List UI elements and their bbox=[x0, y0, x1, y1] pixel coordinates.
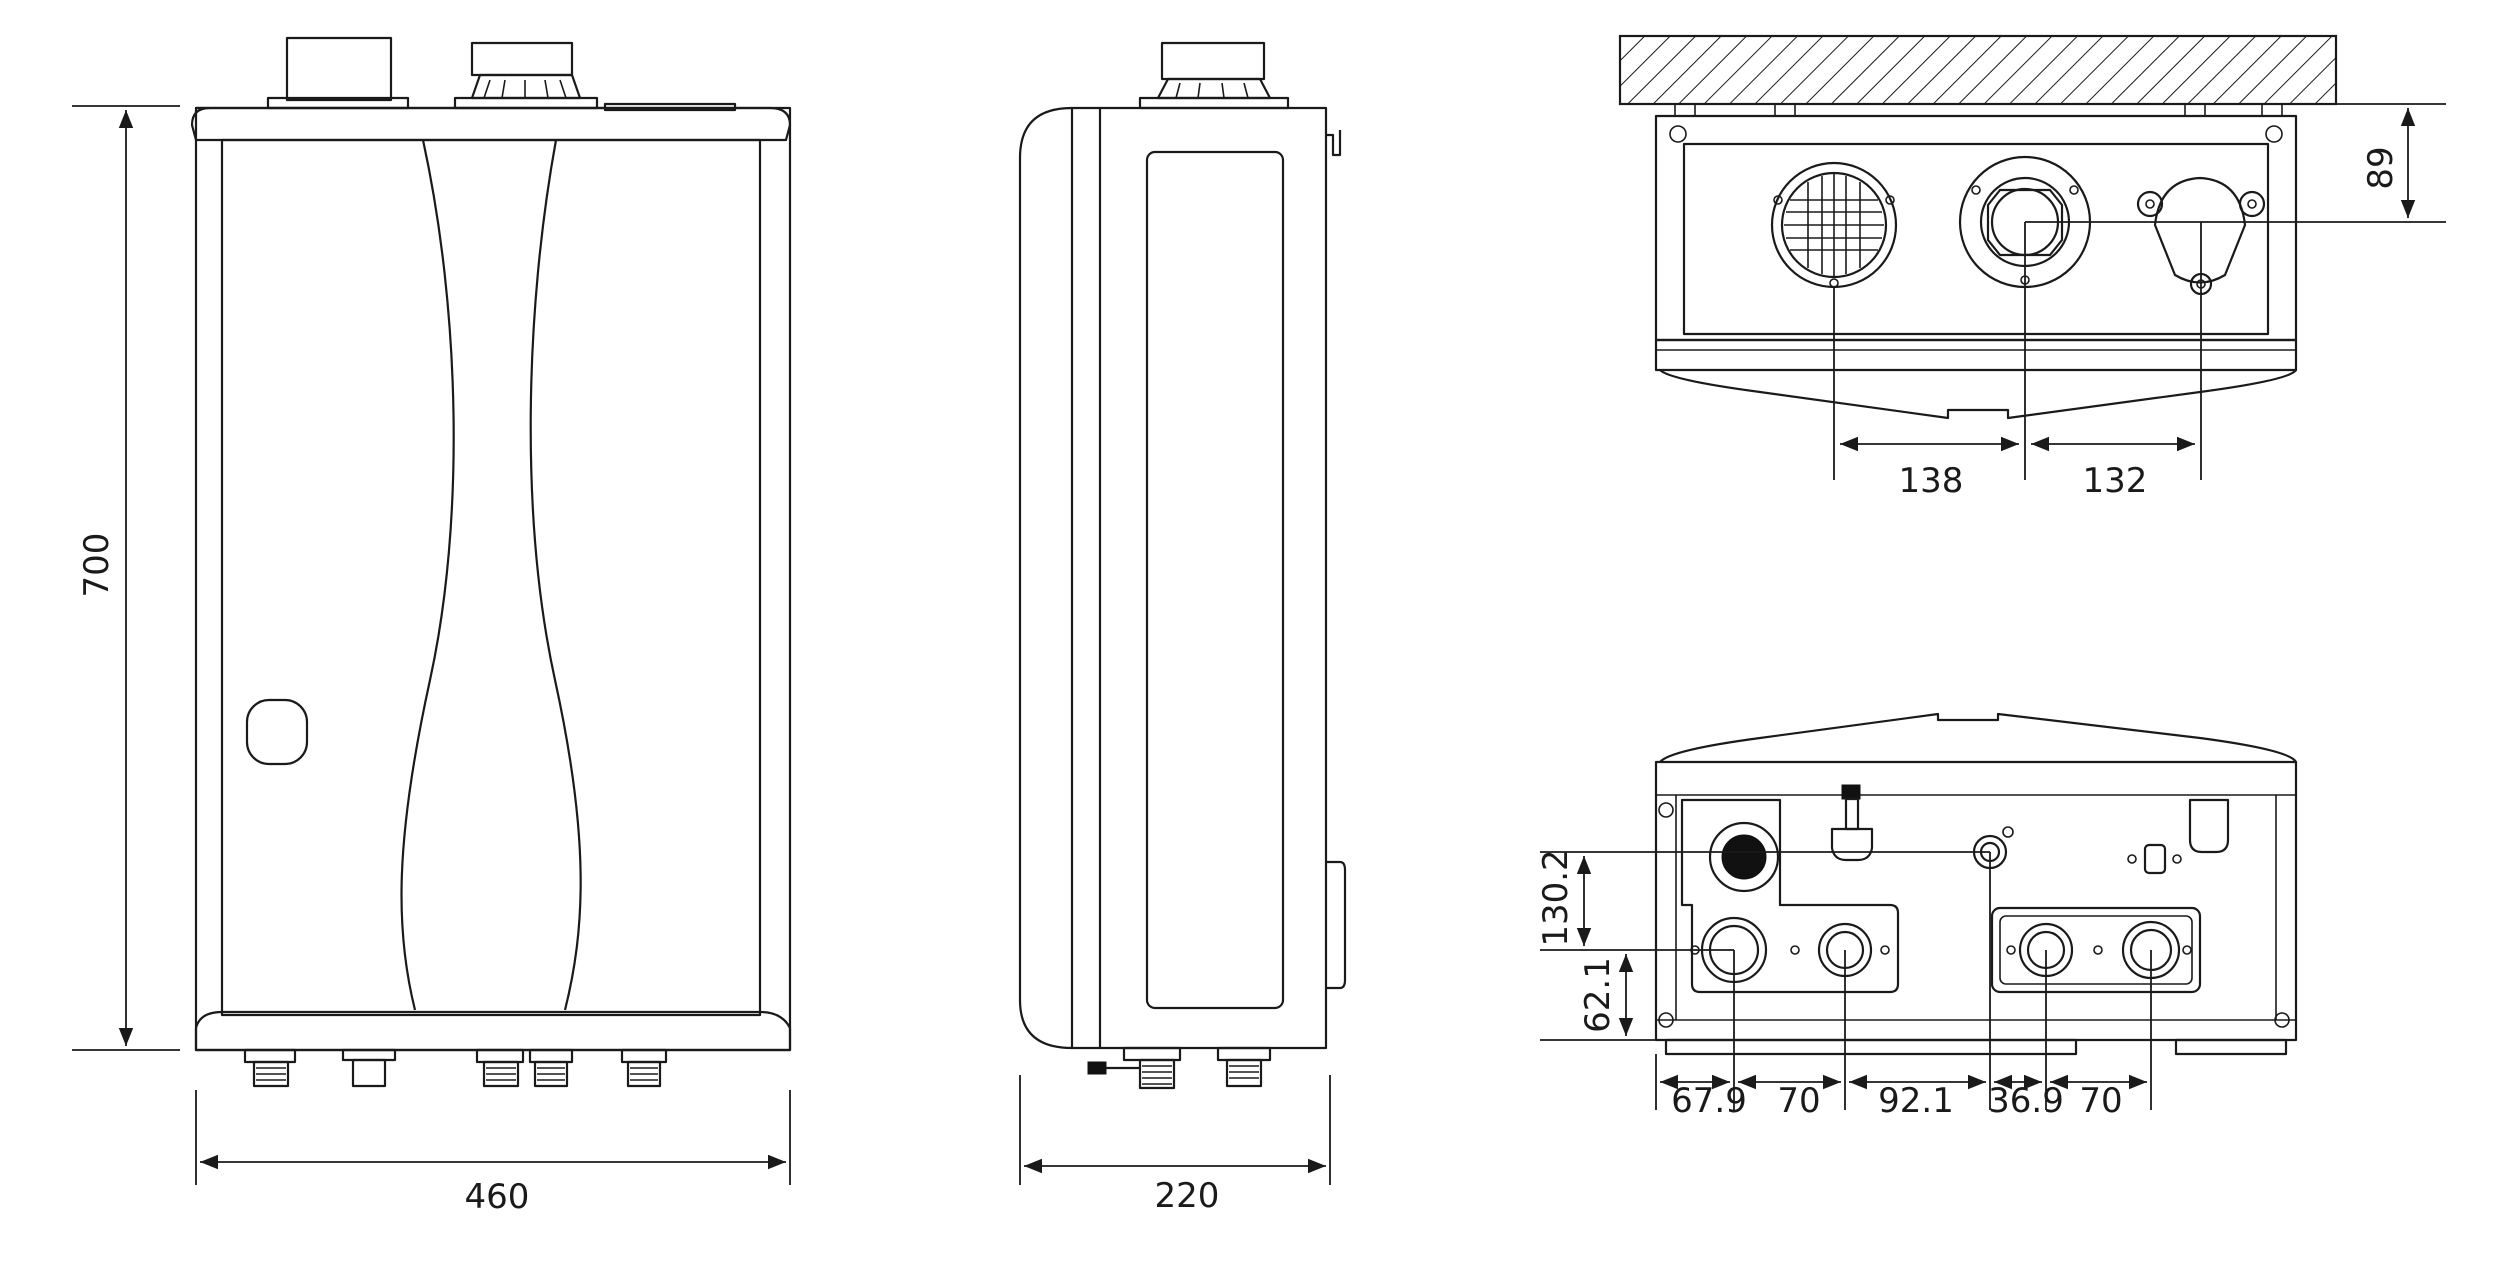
bottom-horizontal-label-1: 67.9 bbox=[1671, 1081, 1747, 1121]
bottom-vertical-upper-label: 130.2 bbox=[1536, 849, 1576, 946]
top-offset-label: 89 bbox=[2361, 146, 2401, 189]
bottom-vertical-lower-label: 62.1 bbox=[1578, 957, 1618, 1033]
bottom-horizontal-labels: 67.9 70 92.1 36.9 70 bbox=[1671, 1081, 2122, 1121]
wall-hatch bbox=[1618, 34, 2338, 106]
front-height-label: 700 bbox=[77, 533, 117, 598]
grille bbox=[1784, 174, 1884, 276]
top-spacing-left-label: 138 bbox=[1899, 461, 1964, 501]
top-view: 138 132 89 bbox=[1618, 34, 2446, 501]
front-width-label: 460 bbox=[465, 1177, 530, 1217]
bottom-horizontal-label-4: 36.9 bbox=[1988, 1081, 2064, 1121]
front-view: 700 460 bbox=[72, 36, 792, 1217]
bottom-horizontal-label-3: 92.1 bbox=[1878, 1081, 1954, 1121]
side-view: 220 bbox=[1018, 41, 1347, 1216]
side-depth-label: 220 bbox=[1155, 1176, 1220, 1216]
bottom-horizontal-label-2: 70 bbox=[1777, 1081, 1820, 1121]
bottom-fittings bbox=[243, 1048, 668, 1088]
top-spacing-right-label: 132 bbox=[2083, 461, 2148, 501]
bottom-horizontal-label-5: 70 bbox=[2079, 1081, 2122, 1121]
bottom-view: 130.2 62.1 67.9 70 92.1 36.9 70 bbox=[1536, 712, 2298, 1121]
